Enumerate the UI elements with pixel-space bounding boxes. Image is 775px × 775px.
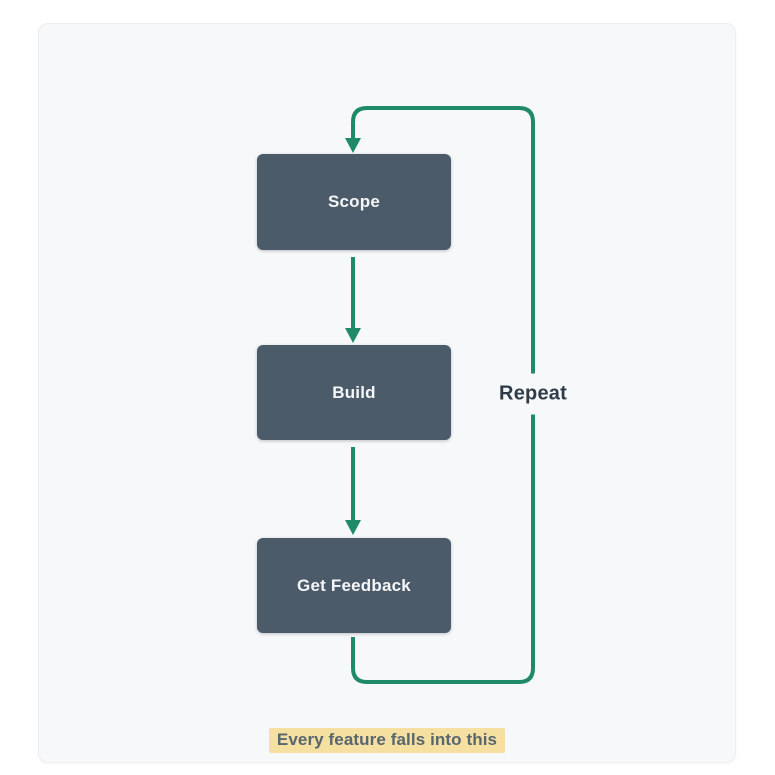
flow-node-build: Build [257, 345, 451, 440]
repeat-loop-label: Repeat [494, 373, 572, 415]
flow-node-build-label: Build [332, 382, 376, 402]
flow-node-scope: Scope [257, 154, 451, 250]
flow-node-get-feedback: Get Feedback [257, 538, 451, 633]
flow-node-scope-label: Scope [327, 192, 381, 211]
caption-text: Every feature falls into this [268, 728, 506, 753]
caption-row: Every feature falls into this [38, 728, 736, 753]
flow-node-get-feedback-label: Get Feedback [297, 575, 411, 595]
